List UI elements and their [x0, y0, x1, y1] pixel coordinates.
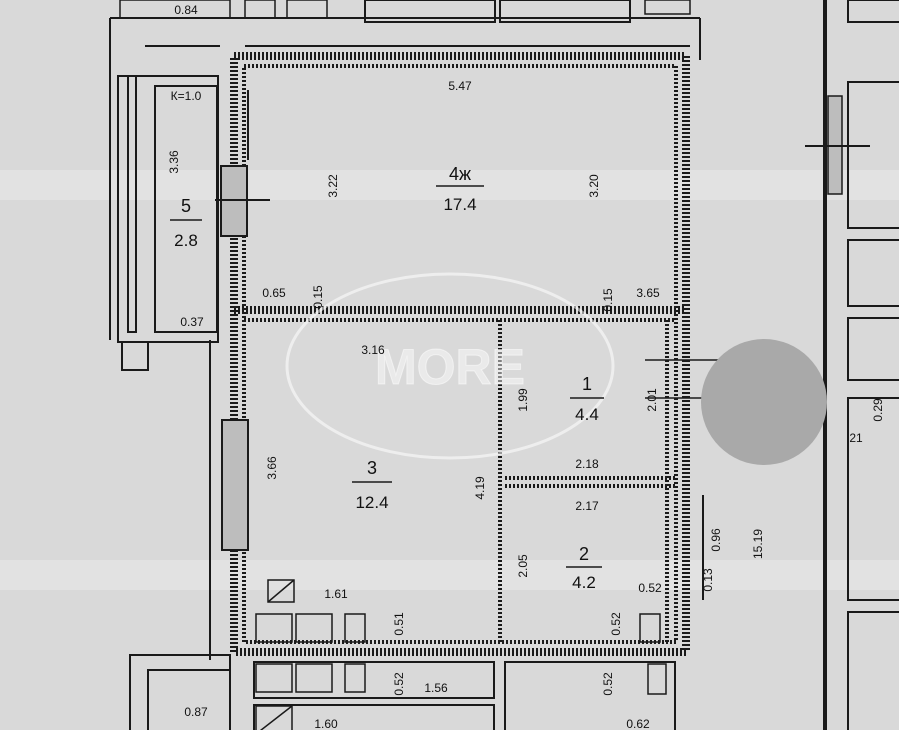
- windows: [215, 90, 270, 551]
- dim-right-small: 0.96: [709, 528, 723, 552]
- dim-top-084: 0.84: [174, 3, 198, 17]
- dimension-labels: 5.47 3.22 3.20 0.65 0.15 3.65 0.15 К=1.0…: [167, 3, 885, 730]
- top-neighbour-units: [109, 0, 701, 340]
- room-2-number: 2: [579, 544, 589, 564]
- room-3-area: 12.4: [355, 493, 388, 512]
- dim-room3-width: 3.16: [361, 343, 385, 357]
- dim-room4-left: 3.22: [326, 174, 340, 198]
- room-5-area: 2.8: [174, 231, 198, 250]
- room-4-area: 17.4: [443, 195, 476, 214]
- dim-right-21: 21: [849, 431, 863, 445]
- dim-room3-inner: 4.19: [473, 476, 487, 500]
- dim-room3-niche-depth: 0.51: [392, 612, 406, 636]
- dim-room4-bottom-right-small: 0.15: [601, 288, 615, 312]
- dim-bottom-160: 1.60: [314, 717, 338, 730]
- dim-room4-bottom-right: 3.65: [636, 286, 660, 300]
- scan-bands: [0, 170, 899, 590]
- room-1-area: 4.4: [575, 405, 599, 424]
- dim-room2-width: 2.17: [575, 499, 599, 513]
- bottom-units: [129, 340, 676, 730]
- dim-right-small2: 0.13: [701, 568, 715, 592]
- dim-room3-height: 3.66: [265, 456, 279, 480]
- dim-room1-height: 1.99: [516, 388, 530, 412]
- room-4-number: 4ж: [449, 164, 471, 184]
- dim-room1-height-right: 2.01: [645, 388, 659, 412]
- watermark-logo: MORE: [285, 272, 615, 460]
- dim-balcony-height: 3.36: [167, 150, 181, 174]
- dim-bottom-052b: 0.52: [601, 672, 615, 696]
- dim-balcony-bottom: 0.37: [180, 315, 204, 329]
- dim-right-total: 15.19: [751, 529, 765, 559]
- redaction-blob: [701, 339, 827, 465]
- dim-room4-right: 3.20: [587, 174, 601, 198]
- room-3-number: 3: [367, 458, 377, 478]
- apartment-walls: [145, 45, 690, 656]
- watermark-text: MORE: [375, 339, 525, 395]
- dim-bottom-062: 0.62: [626, 717, 650, 730]
- fixtures: [255, 359, 720, 730]
- dim-room2-small-vert: 0.52: [609, 612, 623, 636]
- balcony: [117, 75, 219, 371]
- dim-right-029: 0.29: [871, 398, 885, 422]
- dim-room4-bottom-left: 0.65: [262, 286, 286, 300]
- dim-room3-niche: 1.61: [324, 587, 348, 601]
- room-1-number: 1: [582, 374, 592, 394]
- dim-bottom-052: 0.52: [392, 672, 406, 696]
- room-2-area: 4.2: [572, 573, 596, 592]
- dim-bottom-156: 1.56: [424, 681, 448, 695]
- dim-room2-height: 2.05: [516, 554, 530, 578]
- room-5-number: 5: [181, 196, 191, 216]
- dim-room2-small: 0.52: [638, 581, 662, 595]
- dim-top-width: 5.47: [448, 79, 472, 93]
- right-neighbour-units: [805, 0, 899, 730]
- room-labels: 4ж 17.4 5 2.8 3 12.4 1 4.4 2 4.2: [170, 164, 604, 592]
- dim-bottom-087: 0.87: [184, 705, 208, 719]
- dim-room4-bottom-left-small: 0.15: [311, 285, 325, 309]
- dim-room1-width: 2.18: [575, 457, 599, 471]
- dim-balcony-coef: К=1.0: [171, 89, 202, 103]
